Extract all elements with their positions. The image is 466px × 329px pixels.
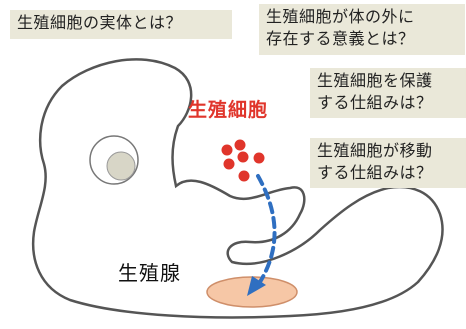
question-line: する仕組みは？ (317, 93, 433, 112)
question-line: 存在する意義とは？ (266, 29, 415, 48)
germ-cell (221, 144, 233, 156)
germ-cell (253, 152, 265, 164)
germ-cell (237, 151, 249, 163)
germ-cell (223, 158, 235, 170)
question-line: する仕組みは？ (317, 163, 433, 182)
question-line: 生殖細胞が体の外に (266, 7, 415, 26)
question-line: 生殖細胞を保護 (317, 71, 433, 90)
question-box-significance: 生殖細胞が体の外に 存在する意義とは？ (259, 4, 465, 55)
question-box-protection: 生殖細胞を保護 する仕組みは？ (310, 68, 466, 118)
germ-cells-label: 生殖細胞 (188, 99, 269, 121)
eye-lens (106, 151, 136, 181)
germ-cell (238, 170, 250, 182)
question-box-identity: 生殖細胞の実体とは？ (10, 10, 232, 39)
question-line: 生殖細胞の実体とは？ (17, 13, 183, 32)
embryo-outline (31, 58, 444, 319)
question-line: 生殖細胞が移動 (317, 141, 433, 160)
arrow-head (247, 276, 266, 296)
germ-cell-cluster (221, 139, 265, 182)
question-box-migration: 生殖細胞が移動 する仕組みは？ (310, 138, 466, 188)
migration-arrow (256, 174, 277, 284)
germ-cell (234, 139, 246, 151)
gonad-label: 生殖腺 (118, 261, 181, 285)
